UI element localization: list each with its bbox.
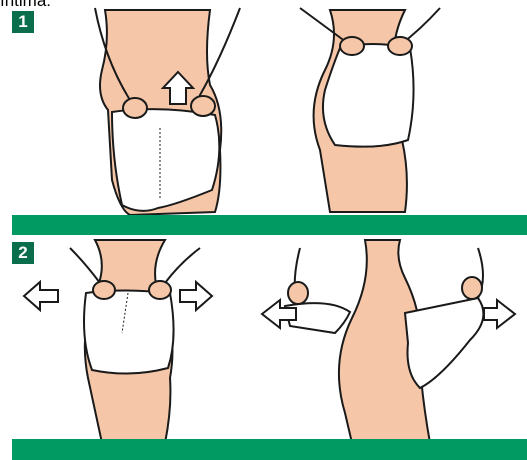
step-number-badge: 1	[12, 11, 34, 33]
step-divider-bar	[12, 439, 527, 460]
right-arrow-icon	[180, 282, 212, 310]
step-divider-bar	[12, 215, 527, 235]
step-2-panel: 2	[0, 238, 527, 460]
step-1-panel: 1	[0, 0, 527, 238]
step-2-illustration	[0, 238, 527, 460]
step-number-badge: 2	[12, 242, 34, 264]
right-arrow-icon-2	[484, 300, 515, 328]
step-1-illustration	[0, 0, 527, 238]
left-arrow-icon	[24, 282, 58, 310]
